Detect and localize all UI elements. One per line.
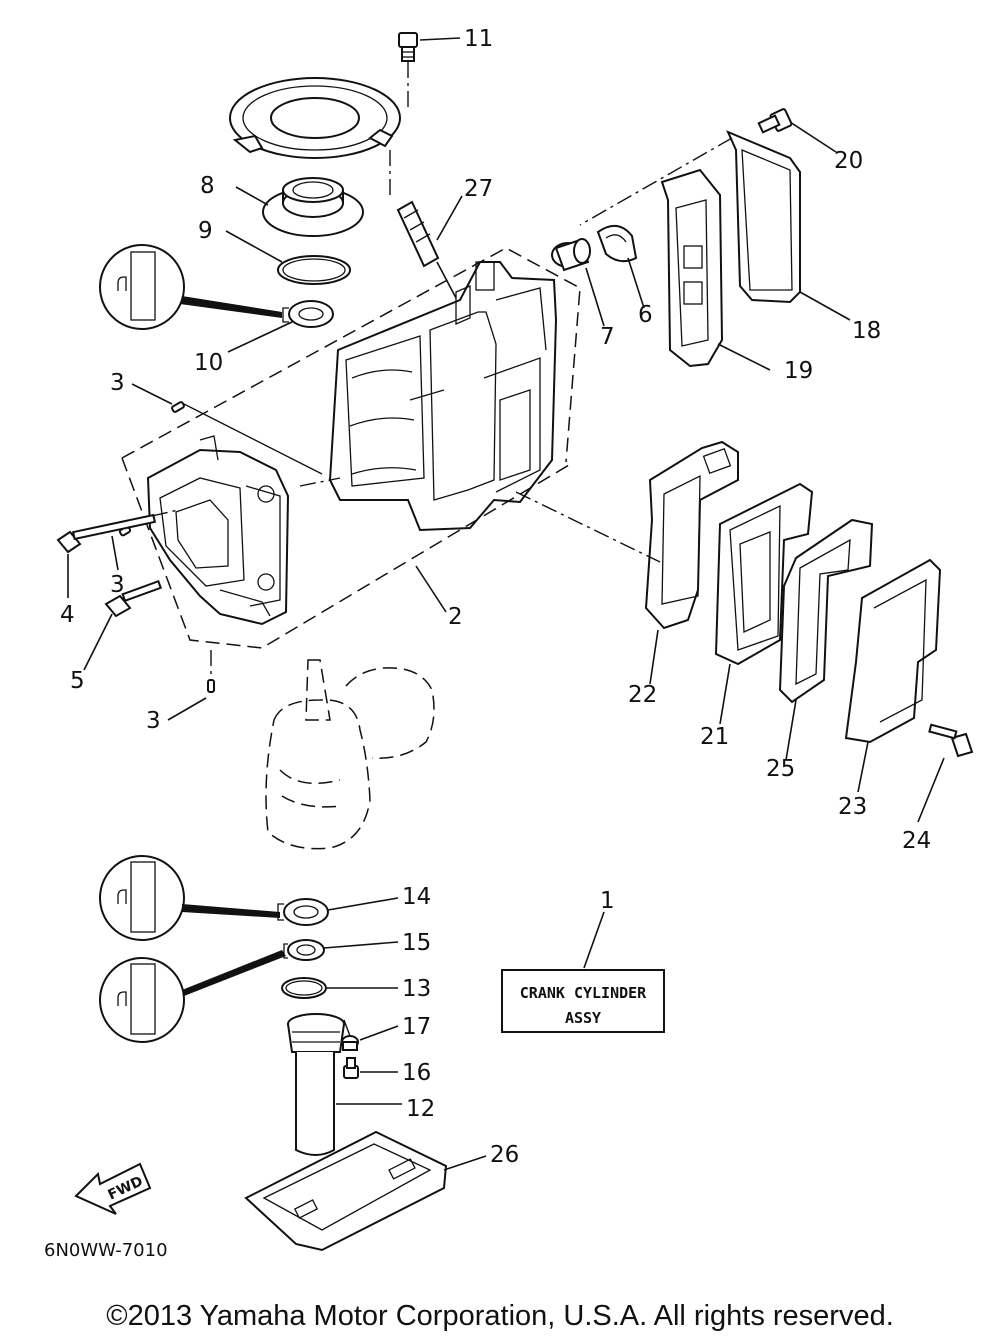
callout-10: 10 <box>194 350 223 376</box>
callout-4: 4 <box>60 602 75 628</box>
upper-cover <box>229 77 401 159</box>
grease-detail-bottom-2 <box>99 950 286 1043</box>
cover-18 <box>726 130 801 304</box>
thermostat-7 <box>551 238 591 272</box>
o-ring-13 <box>281 977 327 999</box>
oil-seal-14 <box>277 898 329 926</box>
bearing-15 <box>283 939 325 961</box>
callout-11: 11 <box>464 26 493 52</box>
callout-3-mid: 3 <box>110 572 125 598</box>
cover-gasket-19 <box>660 168 724 368</box>
copyright-notice: ©2013 Yamaha Motor Corporation, U.S.A. A… <box>106 1300 894 1332</box>
callout-24: 24 <box>902 828 931 854</box>
drawing-code: 6N0WW-7010 <box>44 1240 168 1261</box>
leader-dashed-22 <box>515 491 661 563</box>
dowel-pins <box>118 401 323 693</box>
callout-2: 2 <box>448 604 463 630</box>
callout-8: 8 <box>200 173 215 199</box>
exhaust-plate-21 <box>714 482 814 666</box>
bolt-16 <box>343 1057 359 1079</box>
bearing-housing-8 <box>262 177 364 237</box>
crankshaft <box>265 659 435 850</box>
gasket-25 <box>778 518 874 704</box>
callout-1: 1 <box>600 888 615 914</box>
gasket-26 <box>244 1130 448 1252</box>
spark-plug-27 <box>396 200 440 268</box>
callout-25: 25 <box>766 756 795 782</box>
fwd-arrow-icon: FWD <box>74 1162 152 1215</box>
assy-line2: ASSY <box>565 1009 601 1027</box>
cover-23 <box>844 558 942 744</box>
grease-detail-top <box>99 244 282 330</box>
callout-16: 16 <box>402 1060 431 1086</box>
gasket-6 <box>596 225 638 263</box>
leader-lines <box>67 37 945 1171</box>
callout-22: 22 <box>628 682 657 708</box>
callout-9: 9 <box>198 218 213 244</box>
cylinder-block <box>328 261 558 532</box>
callout-26: 26 <box>490 1142 519 1168</box>
bolt-20 <box>757 108 793 134</box>
callout-17: 17 <box>402 1014 431 1040</box>
o-ring-9 <box>277 255 351 285</box>
leader-dashed-20 <box>579 137 733 226</box>
callout-13: 13 <box>402 976 431 1002</box>
callout-3-bottom: 3 <box>146 708 161 734</box>
cylinder-group-outline-top <box>121 247 581 463</box>
oil-seal-10 <box>282 300 334 328</box>
callout-12: 12 <box>406 1096 435 1122</box>
callout-5: 5 <box>70 668 85 694</box>
grease-detail-bottom-1 <box>99 855 280 941</box>
callout-15: 15 <box>402 930 431 956</box>
crankcase-group-outline <box>121 457 575 649</box>
callout-20: 20 <box>834 148 863 174</box>
callout-numbers: 11 20 8 27 9 18 7 6 10 19 3 3 4 2 5 22 3… <box>60 26 931 1168</box>
callout-6: 6 <box>638 302 653 328</box>
washer-17 <box>341 1035 359 1051</box>
crankcase <box>146 435 290 626</box>
assy-label-box: CRANK CYLINDER ASSY <box>501 969 665 1033</box>
housing-12 <box>287 1013 351 1156</box>
leader-crankcase <box>299 477 341 487</box>
callout-14: 14 <box>402 884 431 910</box>
callout-27: 27 <box>464 176 493 202</box>
bolt-5 <box>104 579 163 618</box>
gasket-22 <box>644 440 739 630</box>
callout-7: 7 <box>600 324 615 350</box>
exploded-parts-diagram: FWD CRANK CYLINDER ASSY <box>44 26 974 1261</box>
callout-21: 21 <box>700 724 729 750</box>
callout-18: 18 <box>852 318 881 344</box>
callout-3-top: 3 <box>110 370 125 396</box>
bolt-11 <box>398 32 418 62</box>
callout-19: 19 <box>784 358 813 384</box>
callout-23: 23 <box>838 794 867 820</box>
bolt-24 <box>928 723 974 758</box>
assy-line1: CRANK CYLINDER <box>520 984 647 1002</box>
long-bolt-4 <box>56 509 179 554</box>
